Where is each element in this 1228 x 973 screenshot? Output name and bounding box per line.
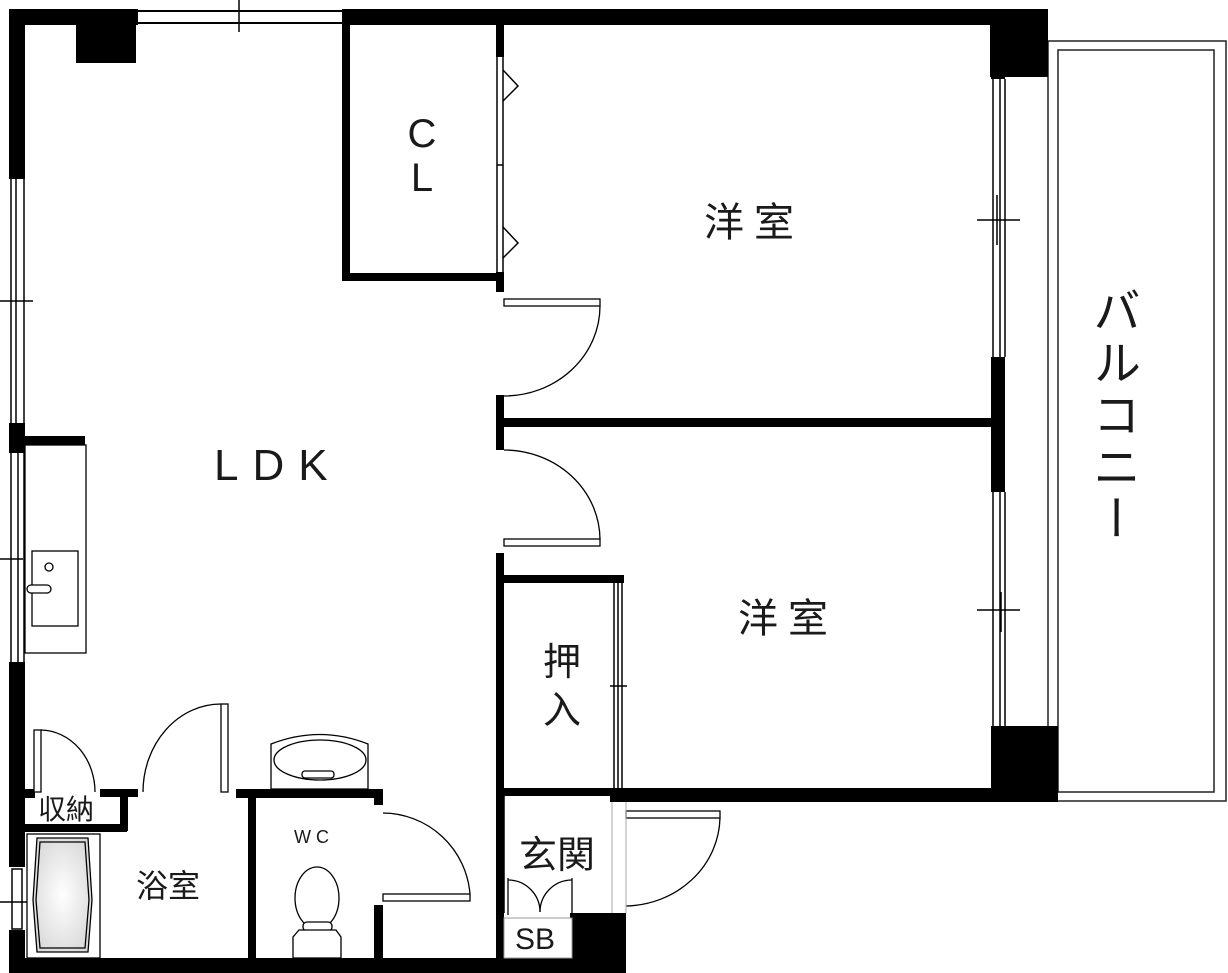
doors (33, 298, 721, 959)
oshiire-label-2: 入 (542, 688, 581, 732)
room-label-entrance: 玄関 (519, 833, 596, 877)
room-label-ldk: LDK (214, 441, 342, 490)
bathtub (26, 833, 101, 959)
toilet-fixture (292, 866, 342, 959)
oshiire-label-1: 押 (542, 640, 581, 684)
walls (9, 9, 1058, 973)
room-label-bathroom: 浴室 (136, 867, 201, 905)
closet-label-c: C (407, 112, 437, 156)
kitchen-counter (24, 444, 87, 654)
washbasin (270, 733, 369, 790)
room-label-balcony: バルコニー (1084, 286, 1140, 546)
room-label-toilet: WC (294, 827, 334, 847)
room-label-western-room-1: 洋室 (704, 200, 804, 246)
room-label-shoe-box: SB (515, 923, 556, 956)
room-label-western-room-2: 洋室 (738, 596, 838, 642)
closet-label-l: L (410, 156, 434, 200)
room-label-storage: 収納 (38, 793, 95, 826)
windows (0, 0, 1020, 930)
entrance-step (611, 802, 627, 913)
room-label-oshiire: 押 入 (540, 638, 584, 734)
room-label-closet: C L (402, 112, 442, 200)
balcony-outline (1047, 40, 1227, 802)
